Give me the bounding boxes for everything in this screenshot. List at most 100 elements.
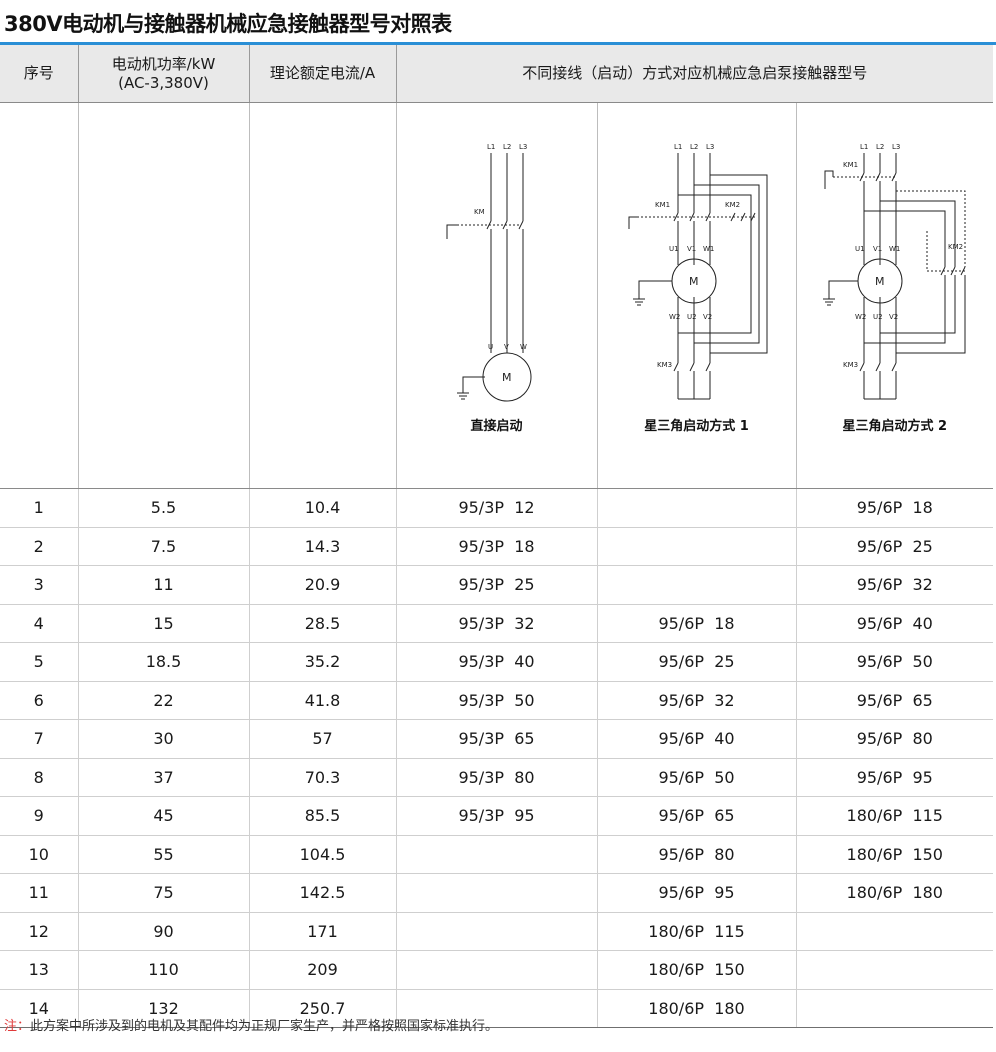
cell-star2: 95/6P 50 (795, 642, 993, 682)
cell-current: 14.3 (248, 527, 396, 566)
cell-current: 57 (248, 719, 396, 759)
diagram-label: L3 (519, 143, 527, 151)
cell-star2: 180/6P 150 (795, 835, 993, 874)
cell-current: 250.7 (248, 989, 396, 1028)
diagram-motor-label: M (875, 275, 885, 288)
cell-direct: 95/3P 50 (395, 681, 597, 720)
cell-power: 7.5 (77, 527, 249, 566)
cell-current: 70.3 (248, 758, 396, 797)
cell-direct: 95/3P 95 (395, 796, 597, 836)
cell-power: 90 (77, 912, 249, 951)
cell-direct (395, 835, 597, 874)
cell-star1: 95/6P 18 (596, 604, 796, 643)
diagram-label: L3 (706, 143, 714, 151)
diagram-label: L3 (892, 143, 900, 151)
diagram-label: L2 (690, 143, 698, 151)
cell-current: 85.5 (248, 796, 396, 836)
cell-power: 11 (77, 565, 249, 605)
cell-seq: 6 (0, 681, 78, 720)
diagram-label: KM3 (843, 361, 858, 369)
diagram-label: V1 (687, 245, 696, 253)
comparison-table: 序号 电动机功率/kW (AC-3,380V) 理论额定电流/A 不同接线（启动… (0, 45, 993, 1028)
cell-star1: 180/6P 150 (596, 950, 796, 990)
cell-star2: 95/6P 95 (795, 758, 993, 797)
diagram-cell-star1: L1 L2 L3 KM1 KM2 U1 (596, 102, 796, 489)
cell-star2 (795, 912, 993, 951)
cell-direct: 95/3P 18 (395, 527, 597, 566)
cell-seq: 7 (0, 719, 78, 759)
header-power-line1: 电动机功率/kW (111, 54, 216, 73)
cell-direct: 95/3P 40 (395, 642, 597, 682)
diagram-label: W1 (889, 245, 900, 253)
diagram-label: L1 (674, 143, 682, 151)
cell-star2: 95/6P 65 (795, 681, 993, 720)
diagram-label: W2 (855, 313, 866, 321)
cell-star2: 95/6P 32 (795, 565, 993, 605)
diagram-label: V (504, 343, 509, 351)
cell-seq: 11 (0, 873, 78, 913)
diagram-label: L1 (860, 143, 868, 151)
diagram-label: V2 (703, 313, 712, 321)
cell-current: 41.8 (248, 681, 396, 720)
cell-seq: 8 (0, 758, 78, 797)
cell-current: 209 (248, 950, 396, 990)
cell-current: 35.2 (248, 642, 396, 682)
diagram-label: KM1 (655, 201, 670, 209)
cell-current: 171 (248, 912, 396, 951)
star-delta-2-wiring-diagram: L1 L2 L3 KM1 KM2 (822, 143, 966, 400)
cell-seq: 4 (0, 604, 78, 643)
diagram-label: U1 (855, 245, 865, 253)
cell-power: 5.5 (77, 488, 249, 528)
cell-seq: 5 (0, 642, 78, 682)
cell-direct (395, 950, 597, 990)
cell-direct (395, 912, 597, 951)
diagram-label: KM3 (657, 361, 672, 369)
cell-power: 45 (77, 796, 249, 836)
footnote-text: 此方案中所涉及到的电机及其配件均为正规厂家生产，并严格按照国家标准执行。 (30, 1019, 499, 1034)
header-current: 理论额定电流/A (248, 45, 396, 103)
diagram-label: KM (474, 208, 485, 216)
diagram-label: U2 (873, 313, 883, 321)
header-seq: 序号 (0, 45, 78, 103)
cell-star2: 180/6P 180 (795, 873, 993, 913)
star-delta-1-wiring-diagram: L1 L2 L3 KM1 KM2 U1 (628, 143, 767, 400)
cell-star2: 95/6P 25 (795, 527, 993, 566)
cell-star2: 95/6P 18 (795, 488, 993, 528)
cell-star1: 95/6P 25 (596, 642, 796, 682)
diagram-label: W1 (703, 245, 714, 253)
diagram-label: L2 (876, 143, 884, 151)
cell-direct: 95/3P 12 (395, 488, 597, 528)
cell-power: 132 (77, 989, 249, 1028)
diagram-label: U (488, 343, 493, 351)
cell-star1: 95/6P 50 (596, 758, 796, 797)
cell-current: 142.5 (248, 873, 396, 913)
diagram-motor-label: M (689, 275, 699, 288)
diagram-label: V1 (873, 245, 882, 253)
cell-power: 37 (77, 758, 249, 797)
table-header-row: 序号 电动机功率/kW (AC-3,380V) 理论额定电流/A 不同接线（启动… (0, 45, 993, 103)
cell-direct: 95/3P 65 (395, 719, 597, 759)
cell-star1: 95/6P 32 (596, 681, 796, 720)
page-title: 380V电动机与接触器机械应急接触器型号对照表 (4, 12, 452, 36)
cell-star1: 95/6P 80 (596, 835, 796, 874)
diagram-label: W2 (669, 313, 680, 321)
cell-direct: 95/3P 25 (395, 565, 597, 605)
cell-current: 104.5 (248, 835, 396, 874)
cell-star1: 95/6P 95 (596, 873, 796, 913)
diagram-label: KM2 (948, 243, 963, 251)
cell-star2 (795, 989, 993, 1028)
diagram-label: U1 (669, 245, 679, 253)
diagram-cell-direct: L1 L2 L3 KM U V W M (395, 102, 597, 489)
cell-star1: 95/6P 65 (596, 796, 796, 836)
footnote: 注：此方案中所涉及到的电机及其配件均为正规厂家生产，并严格按照国家标准执行。 (4, 1015, 498, 1034)
header-models: 不同接线（启动）方式对应机械应急启泵接触器型号 (395, 45, 993, 103)
cell-direct (395, 873, 597, 913)
